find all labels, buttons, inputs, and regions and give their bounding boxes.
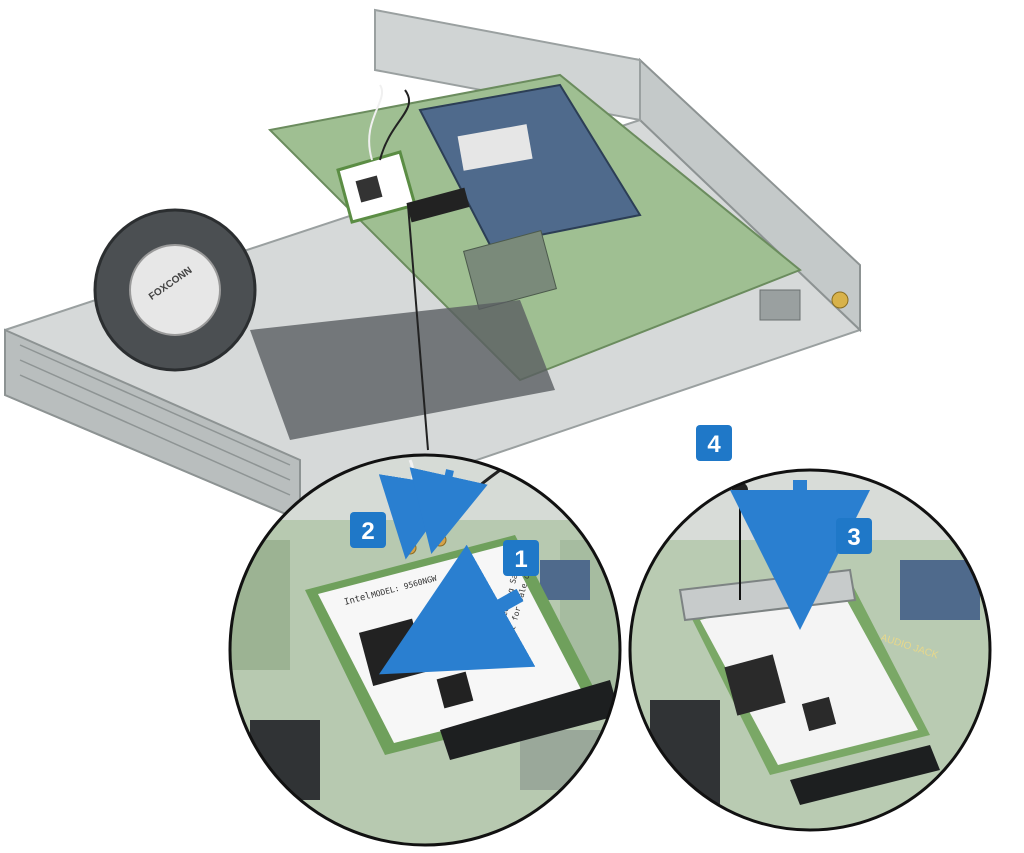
svg-text:3: 3 — [847, 524, 860, 551]
svg-text:4: 4 — [707, 431, 721, 458]
svg-text:2: 2 — [361, 518, 374, 545]
computer-chassis: FOXCONN — [4, 8, 862, 522]
step-badge-1: 1 — [503, 540, 539, 576]
step-badge-2: 2 — [350, 512, 386, 548]
svg-text:1: 1 — [514, 546, 527, 573]
callout-leader-line — [407, 204, 429, 451]
insert-arrow — [378, 544, 536, 675]
fan: FOXCONN — [93, 208, 257, 372]
step-badge-4: 4 — [696, 425, 732, 461]
step-badge-3: 3 — [836, 518, 872, 554]
wlan-card-installed — [336, 150, 470, 224]
m2-slot — [440, 680, 620, 760]
callout-detail-right: AUDIO JACK — [628, 468, 992, 832]
connect-arrow-2 — [409, 467, 488, 555]
